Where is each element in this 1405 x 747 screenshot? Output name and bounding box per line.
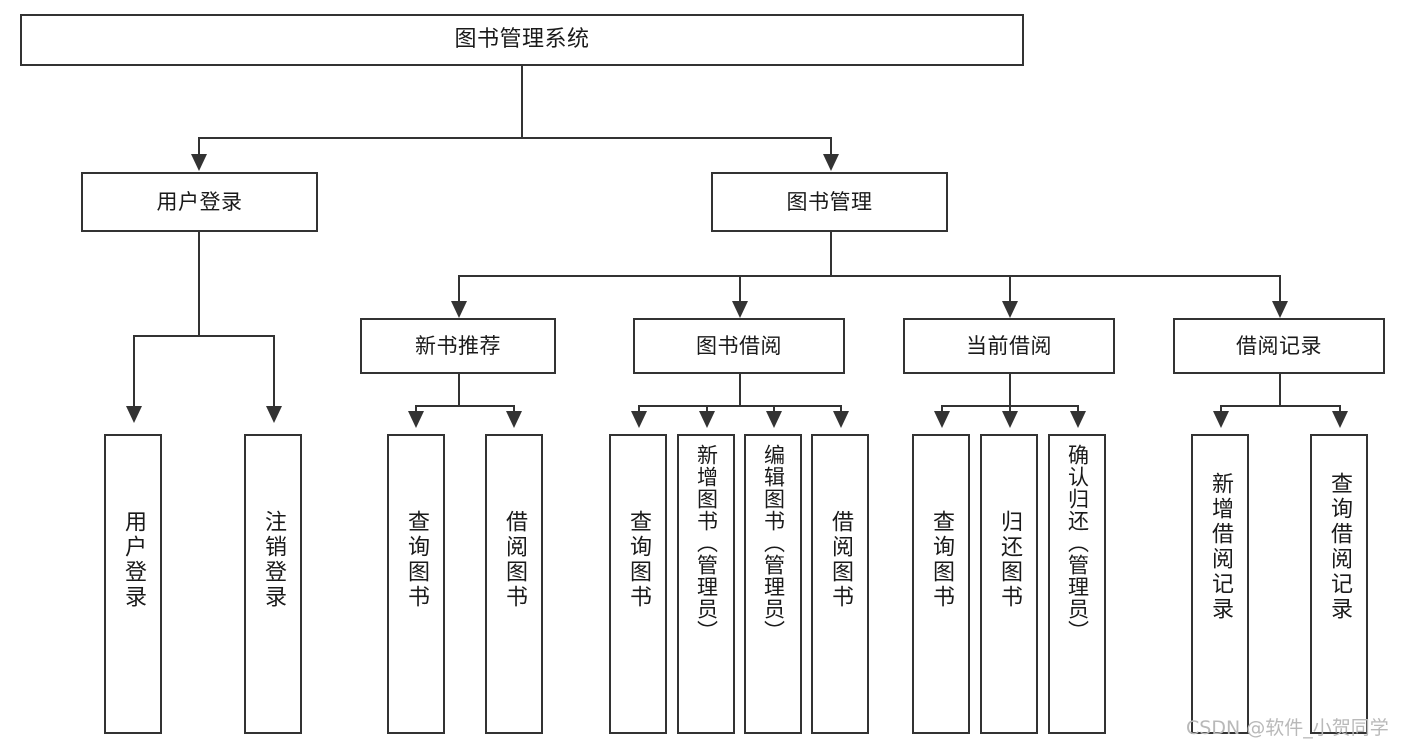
leaf-label: 注销登录	[261, 510, 286, 610]
connector-borrow-record-stem	[1279, 374, 1281, 406]
connector-drop-borrow-book-1	[513, 405, 515, 413]
leaf-confirm-return[interactable]: 确认归还（管理员）	[1048, 434, 1106, 734]
leaf-user-login[interactable]: 用户登录	[104, 434, 162, 734]
node-borrow-record[interactable]: 借阅记录	[1173, 318, 1385, 374]
connector-drop-return-book	[1009, 405, 1011, 413]
connector-drop-current-borrow	[1009, 275, 1011, 303]
node-book-management[interactable]: 图书管理	[711, 172, 948, 232]
connector-drop-add-record	[1220, 405, 1222, 413]
arrowhead-query-book-3	[934, 411, 950, 428]
leaf-add-record[interactable]: 新增借阅记录	[1191, 434, 1249, 734]
connector-borrow-record-bus	[1220, 405, 1340, 407]
leaf-return-book[interactable]: 归还图书	[980, 434, 1038, 734]
connector-book-borrow-bus	[638, 405, 842, 407]
leaf-query-book-2[interactable]: 查询图书	[609, 434, 667, 734]
arrowhead-add-record	[1213, 411, 1229, 428]
leaf-label: 查询借阅记录	[1327, 472, 1352, 622]
leaf-label: 编辑图书（管理员）	[761, 444, 786, 642]
connector-new-book-recommend-stem	[458, 374, 460, 406]
leaf-label: 新增图书（管理员）	[694, 444, 719, 642]
connector-drop-query-book-2	[638, 405, 640, 413]
arrowhead-confirm-return	[1070, 411, 1086, 428]
node-label: 新书推荐	[415, 333, 501, 358]
connector-drop-book-borrow	[739, 275, 741, 303]
node-label: 图书借阅	[696, 333, 782, 358]
connector-user-login-stem	[198, 232, 200, 336]
arrowhead-query-book-2	[631, 411, 647, 428]
leaf-label: 用户登录	[121, 510, 146, 610]
connector-drop-user-login	[198, 137, 200, 156]
connector-drop-borrow-record	[1279, 275, 1281, 303]
leaf-label: 归还图书	[997, 510, 1022, 610]
connector-drop-new-book-recommend	[458, 275, 460, 303]
arrowhead-book-management	[823, 154, 839, 171]
node-root-system[interactable]: 图书管理系统	[20, 14, 1024, 66]
node-label: 当前借阅	[966, 333, 1052, 358]
arrowhead-new-book-recommend	[451, 301, 467, 318]
connector-drop-query-book-3	[941, 405, 943, 413]
leaf-borrow-book-1[interactable]: 借阅图书	[485, 434, 543, 734]
connector-drop-confirm-return	[1077, 405, 1079, 413]
connector-drop-add-book	[706, 405, 708, 413]
leaf-label: 查询图书	[929, 510, 954, 610]
connector-new-book-recommend-bus	[415, 405, 515, 407]
arrowhead-borrow-book-1	[506, 411, 522, 428]
leaf-label: 借阅图书	[502, 510, 527, 610]
connector-drop-book-management	[830, 137, 832, 156]
node-user-login[interactable]: 用户登录	[81, 172, 318, 232]
connector-book-borrow-stem	[739, 374, 741, 406]
leaf-label: 借阅图书	[828, 510, 853, 610]
connector-drop-leaf-logout	[273, 335, 275, 408]
connector-drop-edit-book	[773, 405, 775, 413]
arrowhead-return-book	[1002, 411, 1018, 428]
leaf-add-book[interactable]: 新增图书（管理员）	[677, 434, 735, 734]
connector-root-stem	[521, 66, 523, 138]
arrowhead-edit-book	[766, 411, 782, 428]
arrowhead-query-record	[1332, 411, 1348, 428]
connector-user-login-bus	[133, 335, 275, 337]
leaf-logout[interactable]: 注销登录	[244, 434, 302, 734]
connector-drop-borrow-book-2	[840, 405, 842, 413]
arrowhead-borrow-record	[1272, 301, 1288, 318]
node-label: 用户登录	[156, 189, 243, 214]
leaf-borrow-book-2[interactable]: 借阅图书	[811, 434, 869, 734]
connector-drop-leaf-user-login	[133, 335, 135, 408]
arrowhead-leaf-user-login	[126, 406, 142, 423]
leaf-label: 确认归还（管理员）	[1065, 444, 1090, 642]
leaf-query-record[interactable]: 查询借阅记录	[1310, 434, 1368, 734]
arrowhead-current-borrow	[1002, 301, 1018, 318]
connector-drop-query-book-1	[415, 405, 417, 413]
leaf-query-book-1[interactable]: 查询图书	[387, 434, 445, 734]
connector-drop-query-record	[1339, 405, 1341, 413]
node-label: 图书管理	[786, 189, 873, 214]
leaf-edit-book[interactable]: 编辑图书（管理员）	[744, 434, 802, 734]
node-label: 借阅记录	[1236, 333, 1322, 358]
leaf-label: 查询图书	[626, 510, 651, 610]
connector-current-borrow-stem	[1009, 374, 1011, 406]
node-current-borrow[interactable]: 当前借阅	[903, 318, 1115, 374]
leaf-label: 新增借阅记录	[1208, 472, 1233, 622]
leaf-query-book-3[interactable]: 查询图书	[912, 434, 970, 734]
connector-book-management-stem	[830, 232, 832, 276]
node-new-book-recommend[interactable]: 新书推荐	[360, 318, 556, 374]
arrowhead-query-book-1	[408, 411, 424, 428]
leaf-label: 查询图书	[404, 510, 429, 610]
arrowhead-leaf-logout	[266, 406, 282, 423]
node-book-borrow[interactable]: 图书借阅	[633, 318, 845, 374]
connector-level3-bus	[458, 275, 1280, 277]
connector-level2-bus	[198, 137, 832, 139]
arrowhead-add-book	[699, 411, 715, 428]
arrowhead-user-login	[191, 154, 207, 171]
arrowhead-borrow-book-2	[833, 411, 849, 428]
arrowhead-book-borrow	[732, 301, 748, 318]
node-label: 图书管理系统	[454, 27, 590, 53]
